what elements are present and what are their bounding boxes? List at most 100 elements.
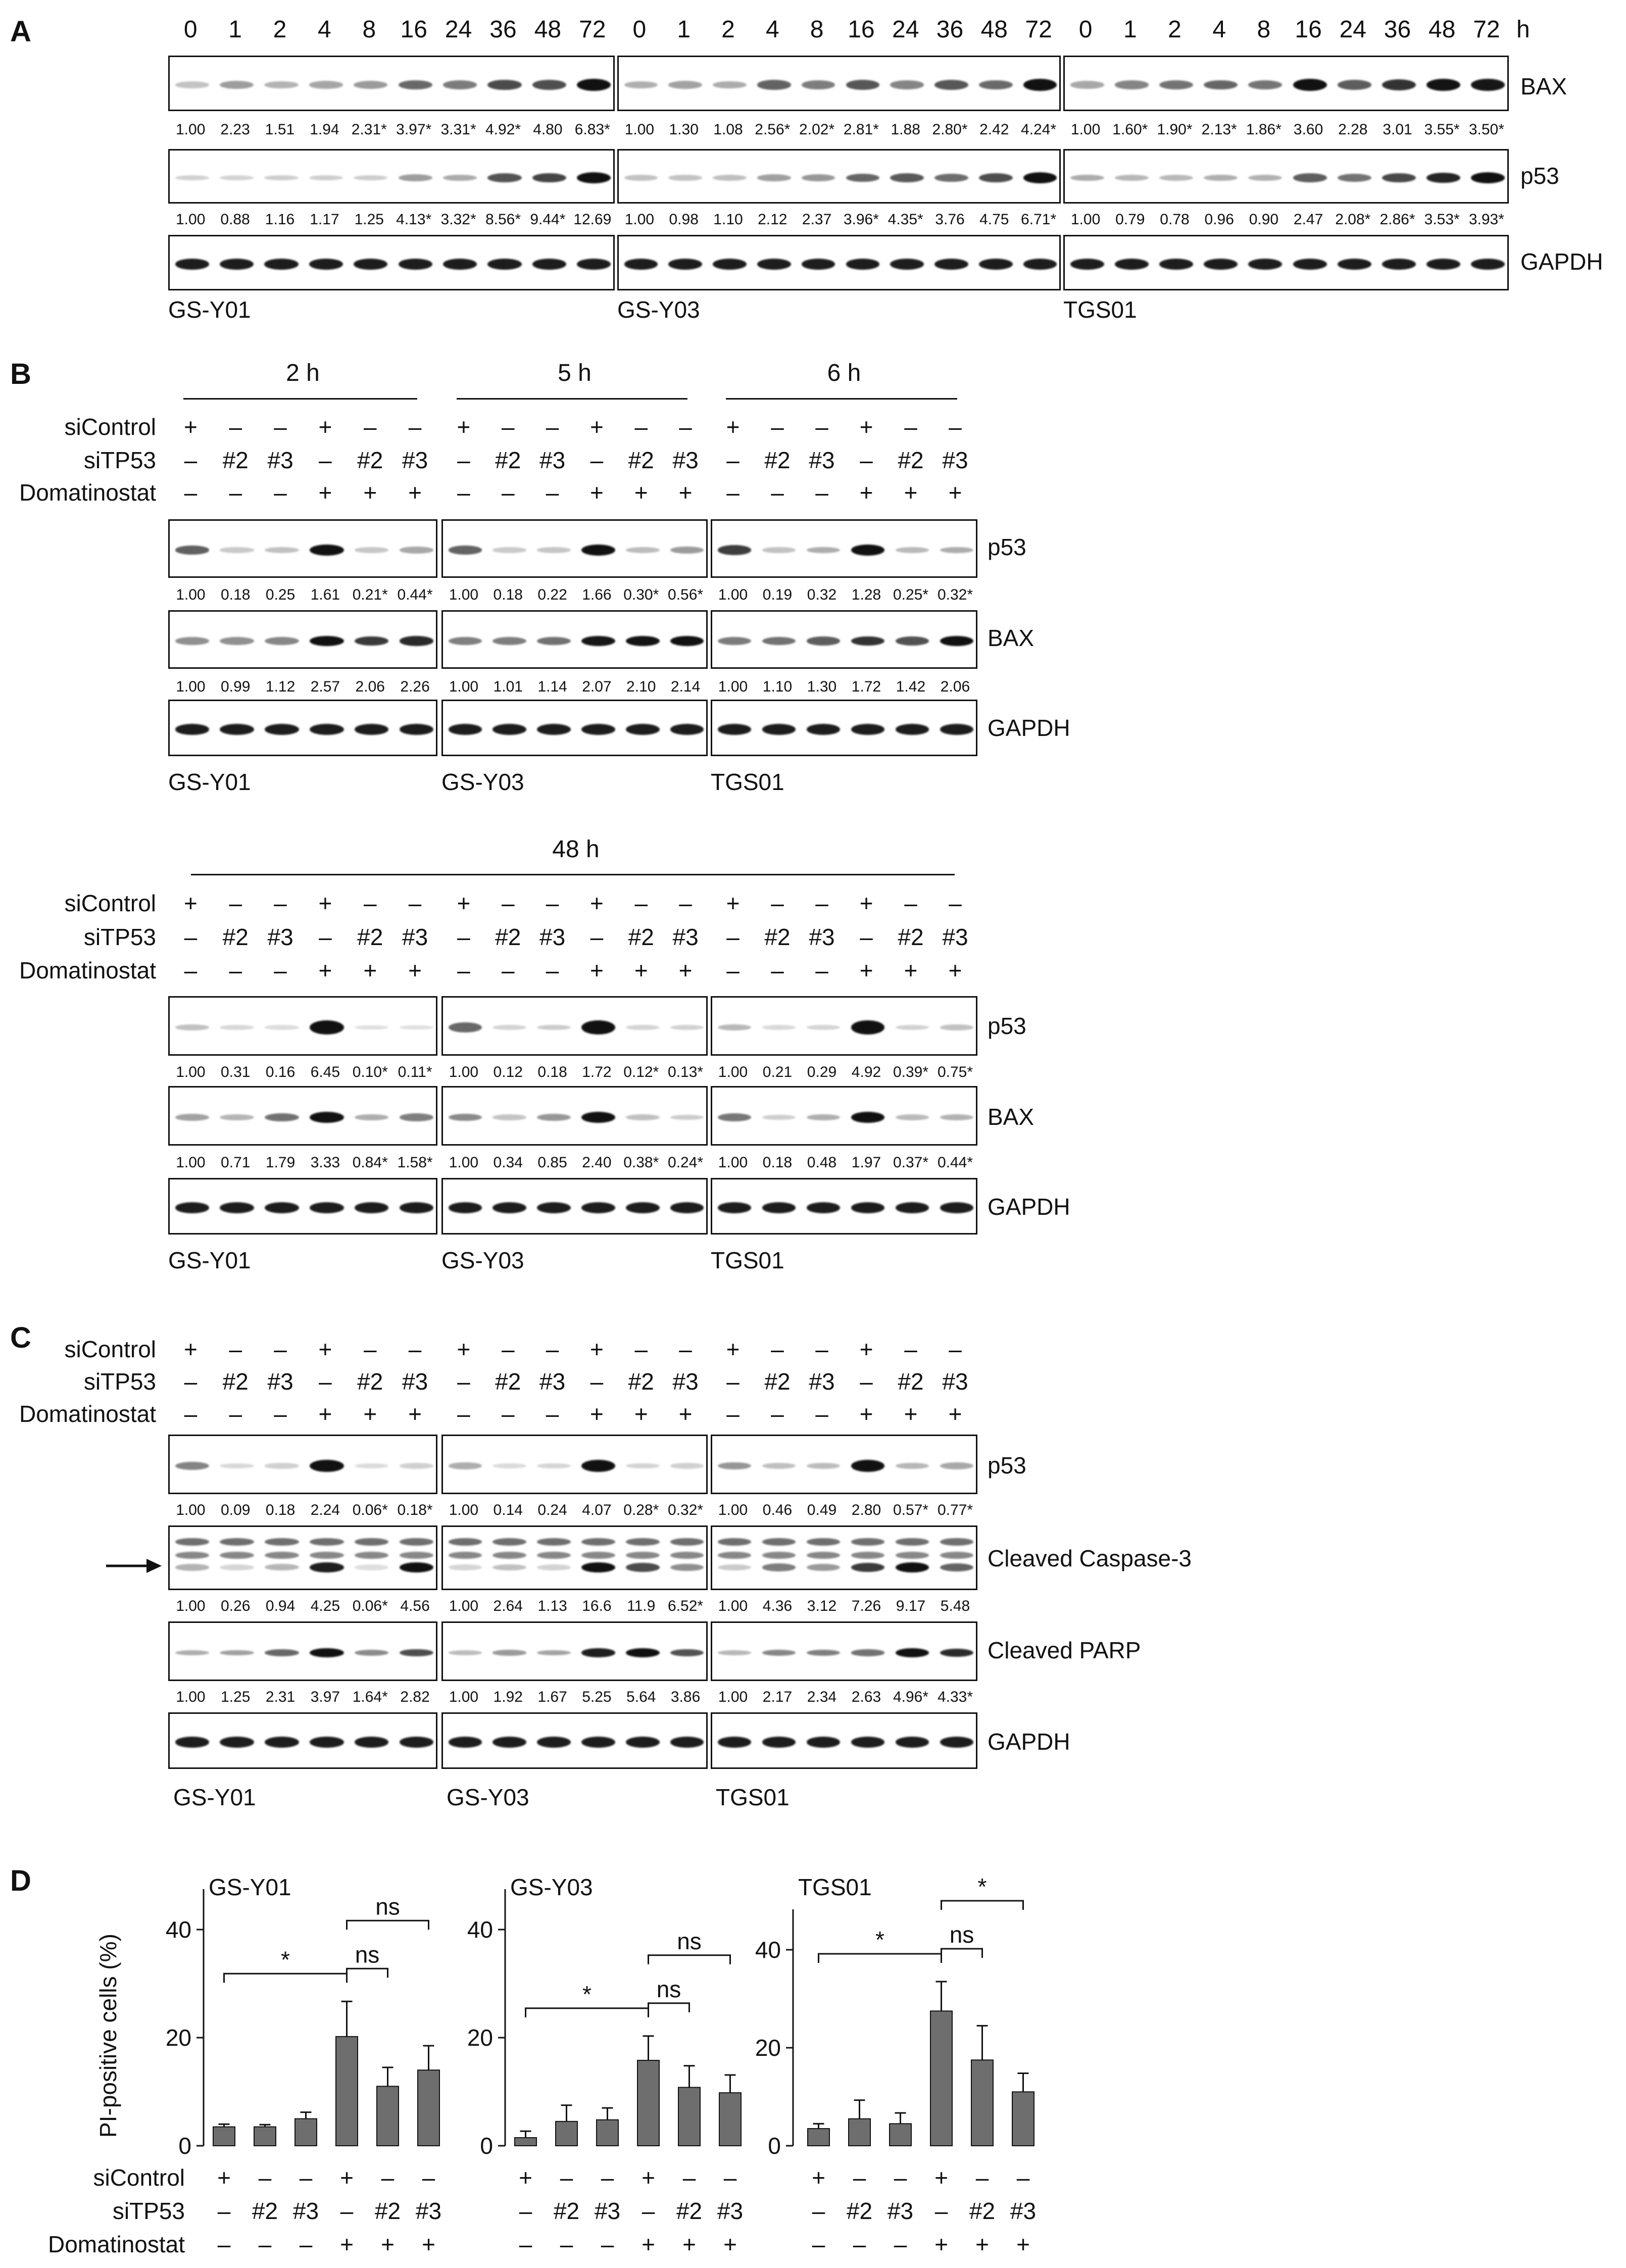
time-label: 24 [1339, 16, 1366, 43]
cell-line-label: GS-Y01 [168, 297, 251, 323]
condition-cell: – [815, 414, 828, 440]
blot-a-p53-band [220, 175, 254, 181]
time-header: 5 h [558, 360, 592, 386]
condition-label: siTP53 [83, 447, 156, 473]
time-label: 0 [183, 16, 198, 43]
blot-c-casp-band [265, 1538, 299, 1546]
condition-cell: – [726, 1368, 740, 1395]
blot-a-gapdh [168, 235, 615, 290]
blot-c-gapdh-band [537, 1737, 571, 1748]
condition-cell: – [601, 2231, 614, 2257]
condition-cell: – [519, 2198, 532, 2224]
condition-label: Domatinostat [19, 479, 156, 506]
condition-cell: #3 [809, 1368, 835, 1395]
condition-cell: – [274, 1401, 287, 1427]
significance-label: ns [355, 1941, 380, 1967]
condition-cell: + [642, 2231, 655, 2257]
condition-cell: + [217, 2164, 231, 2191]
condition-cell: – [184, 447, 198, 473]
bar [514, 2137, 537, 2147]
bar [719, 2092, 742, 2147]
blot-a-gapdh [1063, 235, 1509, 290]
blot-b2-gapdh-band [806, 1202, 841, 1213]
blot-a-p53-band [309, 175, 343, 181]
condition-cell: – [184, 1401, 198, 1427]
blot-a-bax-band [1426, 79, 1461, 91]
blot-c-casp-band [940, 1538, 974, 1546]
y-tick-label: 40 [166, 1916, 191, 1943]
condition-cell: – [501, 479, 515, 506]
quant-b1-p53: 0.32* [937, 586, 973, 603]
quant-a-bax: 2.81* [843, 121, 879, 138]
blot-a-bax-band [532, 79, 566, 90]
condition-cell: – [363, 890, 377, 916]
condition-cell: – [590, 447, 604, 473]
time-label: 8 [1257, 16, 1271, 43]
condition-cell: – [771, 479, 784, 506]
blot-a-bax-band [309, 81, 343, 89]
blot-a-gapdh-band [978, 259, 1013, 270]
blot-c-casp-band [895, 1562, 929, 1572]
quant-a-bax: 1.60* [1112, 121, 1148, 138]
condition-cell: – [408, 414, 422, 440]
blot-c-p53-band [581, 1460, 615, 1472]
blot-c-p53-band [806, 1462, 841, 1469]
blot-b1-bax-band [492, 636, 527, 646]
blot-b2-p53-band [310, 1020, 344, 1034]
condition-cell: – [853, 2231, 866, 2257]
blot-a-bax-band [1023, 79, 1057, 91]
blot-c-casp-band [310, 1562, 344, 1572]
quant-c-p53: 4.07 [582, 1502, 612, 1518]
condition-cell: – [546, 414, 559, 440]
quant-c-p53: 0.77* [937, 1502, 973, 1518]
blot-a-gapdh-band [175, 259, 209, 270]
quant-b2-bax: 1.58* [397, 1154, 433, 1171]
blot-c-gapdh-band [940, 1737, 974, 1748]
condition-cell: – [299, 2231, 313, 2257]
time-label: 72 [1473, 16, 1500, 43]
condition-cell: – [229, 414, 242, 440]
quant-b2-p53: 1.00 [718, 1064, 748, 1080]
condition-cell: – [340, 2198, 354, 2224]
blot-b1-p53-band [717, 545, 752, 555]
blot-c-gapdh-band [310, 1737, 344, 1748]
condition-cell: – [457, 957, 470, 983]
blot-b2-bax-band [940, 1114, 974, 1121]
quant-c-casp: 0.26 [221, 1598, 251, 1614]
quant-b1-bax: 0.99 [221, 678, 251, 695]
chart-title: GS-Y03 [510, 1874, 593, 1900]
significance-label: ns [950, 1921, 974, 1948]
condition-cell: + [589, 1401, 604, 1427]
quant-b2-bax: 0.34 [493, 1154, 523, 1171]
condition-cell: – [934, 2198, 948, 2224]
time-label: 2 [1168, 16, 1181, 43]
time-label: 0 [1078, 16, 1093, 43]
blot-a-gapdh-band [757, 259, 791, 270]
blot-b1-gapdh-band [717, 724, 752, 735]
condition-cell: – [217, 2198, 231, 2224]
bar [930, 2010, 953, 2146]
condition-cell: – [501, 957, 515, 983]
blot-b2-gapdh-band [354, 1202, 389, 1213]
y-tick-label: 20 [166, 2025, 191, 2051]
blot-c-casp-band [670, 1563, 704, 1571]
quant-c-casp: 1.00 [449, 1598, 479, 1614]
blot-c-p53-band [175, 1461, 210, 1470]
blot-a-bax [617, 56, 1061, 111]
blot-c-gapdh-band [625, 1737, 660, 1748]
condition-cell: – [422, 2164, 435, 2191]
blot-c-parp [441, 1621, 708, 1681]
time-label: 16 [848, 16, 875, 43]
time-header: 6 h [827, 360, 861, 386]
blot-c-casp-band [448, 1552, 482, 1559]
condition-cell: + [422, 2231, 435, 2257]
quant-c-casp: 4.36 [762, 1598, 793, 1614]
condition-cell: #3 [539, 1368, 566, 1395]
quant-a-bax: 2.56* [755, 121, 791, 138]
time-label: 36 [489, 16, 517, 43]
quant-b2-bax: 2.40 [582, 1154, 612, 1171]
blot-c-p53 [711, 1435, 977, 1494]
quant-a-bax: 1.94 [310, 121, 339, 138]
quant-b2-p53: 0.13* [668, 1064, 704, 1080]
quant-c-casp: 6.52* [668, 1598, 704, 1614]
